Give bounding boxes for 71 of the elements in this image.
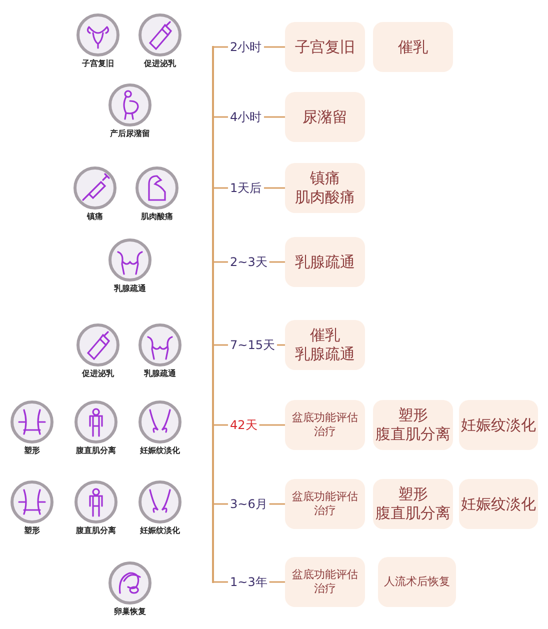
box-text: 腹直肌分离: [376, 425, 450, 444]
time-label: 7~15天: [228, 338, 277, 352]
icon-caption: 卵巢恢复: [114, 606, 146, 617]
connector-line: [214, 581, 228, 583]
icon-caption: 塑形: [24, 525, 40, 536]
time-label: 42天: [228, 418, 260, 432]
icon-caption: 乳腺疏通: [114, 283, 146, 294]
box-text: 催乳: [310, 326, 340, 345]
connector-line: [264, 187, 285, 189]
rounded-box: [285, 22, 365, 72]
connector-line: [259, 424, 285, 426]
icon-caption: 腹直肌分离: [76, 525, 116, 536]
icon-caption: 产后尿潴留: [110, 128, 150, 139]
icon-caption: 镇痛: [87, 211, 103, 222]
rounded-box: [285, 320, 365, 370]
rounded-box: [285, 479, 365, 529]
time-label: 2小时: [228, 40, 264, 54]
icon-caption: 促进泌乳: [144, 58, 176, 69]
box-text: 盆底功能评估治疗: [291, 411, 359, 439]
rounded-box: [285, 237, 365, 287]
connector-line: [214, 424, 228, 426]
time-label: 4小时: [228, 110, 264, 124]
rounded-box: [378, 557, 456, 607]
rounded-box: [285, 400, 365, 450]
box-text: 妊娠纹淡化: [461, 494, 536, 514]
icon-caption: 子宫复旧: [82, 58, 114, 69]
box-text: 人流术后恢复: [384, 575, 450, 589]
rounded-box: [459, 400, 538, 450]
rounded-box: [459, 479, 538, 529]
box-text: 塑形: [398, 406, 428, 425]
box-text: 子宫复旧: [295, 38, 355, 56]
box-text: 催乳: [398, 38, 428, 56]
icon-caption: 妊娠纹淡化: [140, 445, 180, 456]
box-text: 尿潴留: [302, 108, 348, 126]
icon-caption: 肌肉酸痛: [141, 211, 173, 222]
rounded-box: [285, 163, 365, 213]
box-text: 镇痛: [310, 169, 340, 188]
icon-caption: 乳腺疏通: [144, 368, 176, 379]
connector-line: [269, 503, 285, 505]
time-label: 1~3年: [228, 575, 270, 589]
icon-caption: 塑形: [24, 445, 40, 456]
timeline-bar: [212, 46, 214, 583]
connector-line: [214, 116, 228, 118]
connector-line: [269, 261, 285, 263]
box-text: 腹直肌分离: [376, 504, 450, 523]
box-text: 乳腺疏通: [295, 252, 355, 272]
rounded-box: [373, 400, 453, 450]
rounded-box: [285, 557, 365, 607]
rounded-box: [373, 479, 453, 529]
connector-line: [269, 581, 285, 583]
time-label: 2~3天: [228, 255, 270, 269]
icon-caption: 促进泌乳: [82, 368, 114, 379]
rounded-box: [285, 92, 365, 142]
box-text: 盆底功能评估治疗: [291, 490, 359, 518]
box-text: 塑形: [398, 485, 428, 504]
connector-line: [214, 187, 228, 189]
connector-line: [276, 344, 285, 346]
connector-line: [214, 344, 228, 346]
connector-line: [264, 116, 285, 118]
connector-line: [214, 46, 228, 48]
connector-line: [214, 261, 228, 263]
box-text: 肌肉酸痛: [295, 188, 355, 207]
box-text: 妊娠纹淡化: [461, 416, 536, 434]
connector-line: [214, 503, 228, 505]
icon-caption: 妊娠纹淡化: [140, 525, 180, 536]
icon-caption: 腹直肌分离: [76, 445, 116, 456]
connector-line: [264, 46, 285, 48]
box-text: 乳腺疏通: [295, 345, 355, 364]
rounded-box: [373, 22, 453, 72]
time-label: 1天后: [228, 181, 264, 195]
box-text: 盆底功能评估治疗: [291, 568, 359, 596]
